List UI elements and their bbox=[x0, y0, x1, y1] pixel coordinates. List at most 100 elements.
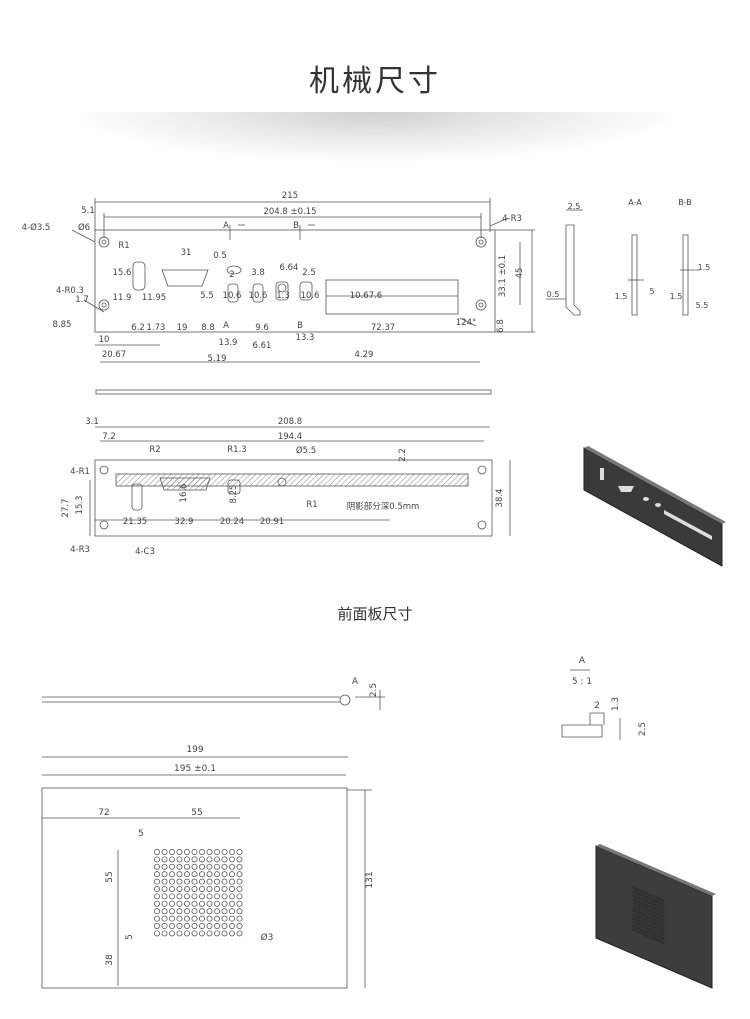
perforation-hole bbox=[199, 915, 205, 922]
dim-32-9: 32.9 bbox=[175, 517, 194, 527]
perforation-hole bbox=[169, 915, 175, 922]
perforation-hole-3d bbox=[655, 915, 658, 919]
perforation-hole-3d bbox=[661, 899, 665, 902]
perforation-hole-3d bbox=[655, 911, 658, 915]
perforation-hole bbox=[176, 849, 183, 855]
dim-2-5: 2.5 bbox=[568, 202, 581, 211]
perforation-hole-3d bbox=[639, 927, 642, 931]
dim-55-vertical: 55 bbox=[105, 871, 115, 882]
perforation-hole bbox=[221, 923, 228, 929]
perforation-hole bbox=[184, 923, 190, 929]
perforation-hole-3d bbox=[655, 907, 658, 911]
perforation-hole bbox=[154, 871, 160, 878]
perforation-hole bbox=[206, 871, 213, 878]
section-aa-label: A-A bbox=[628, 198, 642, 207]
dim-6-61: 6.61 bbox=[253, 341, 272, 351]
dim-16-6: 16.6 bbox=[179, 484, 189, 503]
perforation-hole bbox=[176, 930, 183, 937]
perforation-hole-3d bbox=[642, 894, 645, 898]
perforation-hole bbox=[206, 915, 213, 922]
perforation-hole bbox=[176, 900, 183, 907]
dim-19: 19 bbox=[177, 323, 188, 333]
mount-hole bbox=[99, 520, 109, 530]
perforation-hole bbox=[199, 856, 205, 863]
perforation-hole bbox=[176, 893, 183, 900]
perforation-hole bbox=[169, 893, 175, 900]
perforation-hole-3d bbox=[632, 920, 636, 924]
perforation-hole bbox=[199, 878, 205, 885]
perforation-hole bbox=[221, 886, 228, 892]
perforation-hole-3d bbox=[651, 902, 655, 906]
perforation-hole-3d bbox=[648, 920, 652, 923]
perforation-hole-3d bbox=[648, 916, 652, 920]
perforation-hole bbox=[184, 856, 190, 863]
mount-hole bbox=[98, 236, 110, 248]
perforation-hole-3d bbox=[651, 898, 655, 902]
small-slot bbox=[252, 283, 264, 303]
perforation-hole-3d bbox=[651, 929, 655, 932]
plate-outline bbox=[94, 229, 496, 333]
perforation-hole bbox=[214, 863, 220, 870]
perforation-hole-3d bbox=[639, 904, 642, 908]
perforation-hole bbox=[176, 915, 183, 922]
perforation-hole bbox=[184, 849, 190, 855]
perforation-hole bbox=[236, 930, 243, 937]
drawing-1-labels: 215 204.8 ±0.15 5.1 4-Ø3.5 Ø6 4-R3 R1 4-… bbox=[22, 191, 525, 364]
perforation-hole bbox=[154, 863, 160, 870]
perforation-hole-3d bbox=[658, 939, 661, 943]
detail-dim-1-3: 1.3 bbox=[611, 697, 621, 711]
perforation-hole bbox=[221, 930, 228, 937]
perforation-hole bbox=[169, 886, 175, 892]
perforation-hole-3d bbox=[632, 924, 636, 928]
perforation-hole-3d bbox=[658, 924, 661, 928]
perforation-hole bbox=[154, 856, 160, 863]
perforation-hole-3d bbox=[661, 906, 665, 910]
perforation-hole-3d bbox=[639, 916, 642, 919]
perforation-hole bbox=[191, 856, 198, 863]
dim-20-67: 20.67 bbox=[102, 350, 126, 360]
perforation-hole-3d bbox=[635, 914, 639, 918]
perforation-hole-3d bbox=[642, 906, 645, 909]
perforation-hole-3d bbox=[651, 910, 655, 913]
perforation-hole-3d bbox=[642, 890, 645, 894]
perforation-hole bbox=[154, 915, 160, 922]
perforation-hole-3d bbox=[632, 905, 636, 909]
detail-scale: 5 : 1 bbox=[572, 677, 592, 687]
dim-10-6-a: 10.6 bbox=[223, 291, 242, 301]
dim-2-2: 2.2 bbox=[398, 448, 408, 462]
perforation-hole bbox=[236, 871, 243, 878]
perforation-hole bbox=[191, 863, 198, 870]
perforation-hole bbox=[214, 923, 220, 929]
perforation-hole-3d bbox=[648, 901, 652, 904]
perforation-hole bbox=[176, 923, 183, 929]
perforation-hole bbox=[199, 900, 205, 907]
dim-13-3: 13.3 bbox=[296, 333, 315, 343]
perforation-hole bbox=[236, 886, 243, 892]
perforation-hole-3d bbox=[639, 893, 642, 896]
perforation-hole bbox=[236, 923, 243, 929]
perforation-hole-3d bbox=[632, 894, 636, 897]
perforation-hole-3d bbox=[648, 912, 652, 916]
dim-9-6: 9.6 bbox=[255, 323, 269, 333]
angle-124: 124° bbox=[456, 318, 476, 328]
perforation-hole-3d bbox=[632, 928, 636, 932]
perforation-hole-3d bbox=[655, 934, 658, 938]
perforation-hole bbox=[184, 878, 190, 885]
perforation-hole-3d bbox=[651, 925, 655, 929]
perforation-hole bbox=[176, 856, 183, 863]
dim-6-2: 6.2 bbox=[131, 323, 145, 333]
perforation-hole-3d bbox=[645, 930, 649, 933]
slot-cutout bbox=[131, 483, 143, 511]
perforation-hole bbox=[154, 930, 160, 937]
dim-215: 215 bbox=[282, 191, 298, 201]
perforation-hole bbox=[154, 878, 160, 885]
perforation-hole bbox=[214, 886, 220, 892]
aa-dim-1-5: 1.5 bbox=[615, 292, 628, 301]
dim-72-37: 72.37 bbox=[371, 323, 395, 333]
dim-7-2: 7.2 bbox=[102, 432, 116, 442]
perforation-hole-3d bbox=[639, 908, 642, 912]
perforation-hole-3d bbox=[645, 918, 649, 922]
perforation-hole-3d bbox=[658, 897, 661, 901]
hole-callout-2: Ø6 bbox=[78, 222, 90, 233]
